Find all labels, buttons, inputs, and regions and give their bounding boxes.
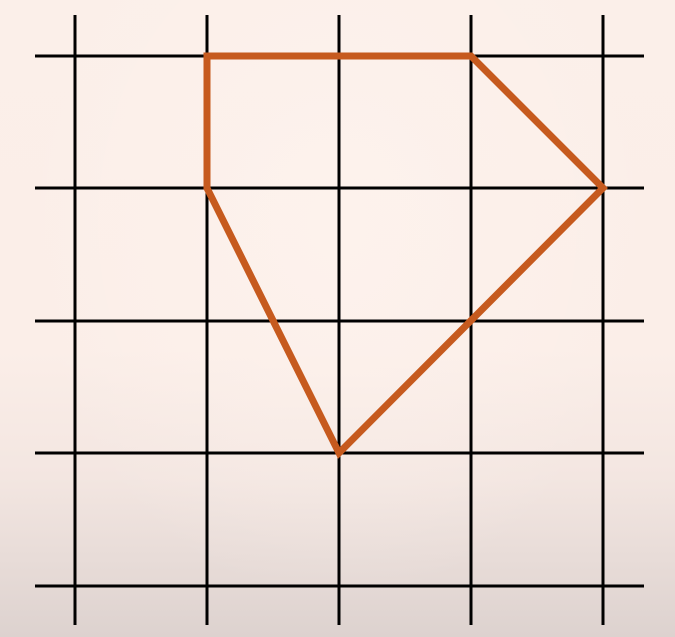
grid-lines [35,15,644,625]
orange-polygon [203,52,608,459]
